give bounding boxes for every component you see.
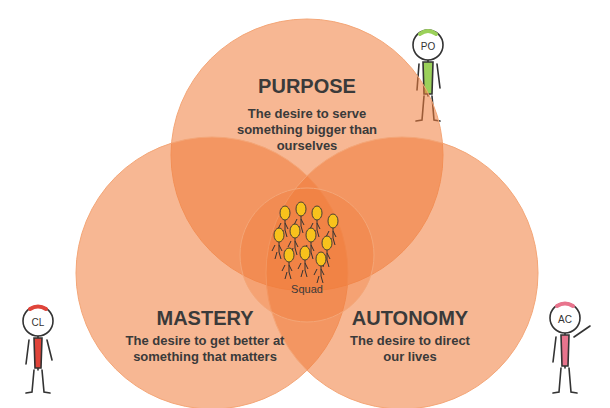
role-label: PO bbox=[416, 41, 440, 53]
squad-circle: Squad bbox=[239, 187, 375, 323]
circle-heading: AUTONOMY bbox=[310, 306, 510, 330]
circle-outline bbox=[239, 187, 375, 323]
role-label: CL bbox=[26, 317, 50, 329]
circle-text: Squad bbox=[267, 283, 347, 296]
circle-heading: PURPOSE bbox=[207, 74, 407, 98]
circle-heading: MASTERY bbox=[105, 306, 305, 330]
circle-text: The desire to direct our lives bbox=[340, 333, 480, 365]
circle-text: The desire to serve something bigger tha… bbox=[227, 106, 387, 154]
circle-text: The desire to get better at something th… bbox=[125, 333, 285, 365]
role-label: AC bbox=[553, 314, 577, 326]
